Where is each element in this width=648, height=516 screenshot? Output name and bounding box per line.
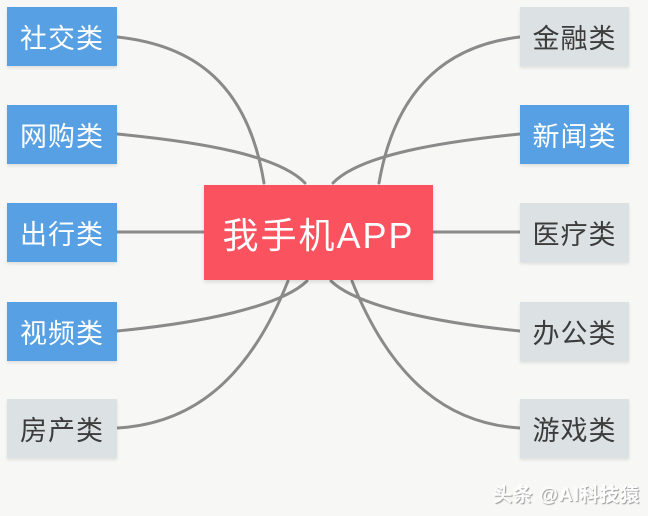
node-label: 视频类 bbox=[20, 319, 104, 349]
node-news[interactable]: 新闻类 bbox=[520, 105, 629, 164]
node-label: 新闻类 bbox=[532, 122, 617, 152]
node-label: 社交类 bbox=[20, 24, 104, 54]
connector-line bbox=[115, 279, 309, 333]
connector-line bbox=[115, 132, 307, 185]
node-center-my-phone-apps[interactable]: 我手机APP bbox=[204, 185, 433, 280]
node-label: 网购类 bbox=[20, 122, 104, 152]
node-label: 游戏类 bbox=[532, 416, 617, 446]
node-label: 医疗类 bbox=[532, 220, 617, 250]
node-games[interactable]: 游戏类 bbox=[520, 399, 629, 458]
connector-line bbox=[329, 279, 522, 333]
node-shopping[interactable]: 网购类 bbox=[7, 105, 117, 164]
node-label: 金融类 bbox=[532, 24, 617, 54]
connector-line bbox=[115, 279, 290, 430]
node-finance[interactable]: 金融类 bbox=[520, 7, 629, 66]
node-label: 办公类 bbox=[532, 319, 617, 349]
center-node-label: 我手机APP bbox=[222, 214, 415, 256]
node-travel[interactable]: 出行类 bbox=[7, 203, 117, 262]
node-video[interactable]: 视频类 bbox=[7, 302, 117, 361]
connector-line bbox=[115, 35, 266, 185]
connector-line bbox=[331, 132, 522, 185]
node-realestate[interactable]: 房产类 bbox=[7, 399, 117, 458]
watermark-toutiao: 头条 @AI科技猿 bbox=[493, 485, 640, 506]
node-label: 出行类 bbox=[20, 220, 104, 250]
node-label: 房产类 bbox=[20, 416, 104, 446]
connector-line bbox=[377, 35, 522, 185]
node-medical[interactable]: 医疗类 bbox=[520, 203, 629, 262]
node-office[interactable]: 办公类 bbox=[520, 302, 629, 361]
node-social[interactable]: 社交类 bbox=[7, 7, 117, 66]
connector-line bbox=[350, 279, 522, 430]
